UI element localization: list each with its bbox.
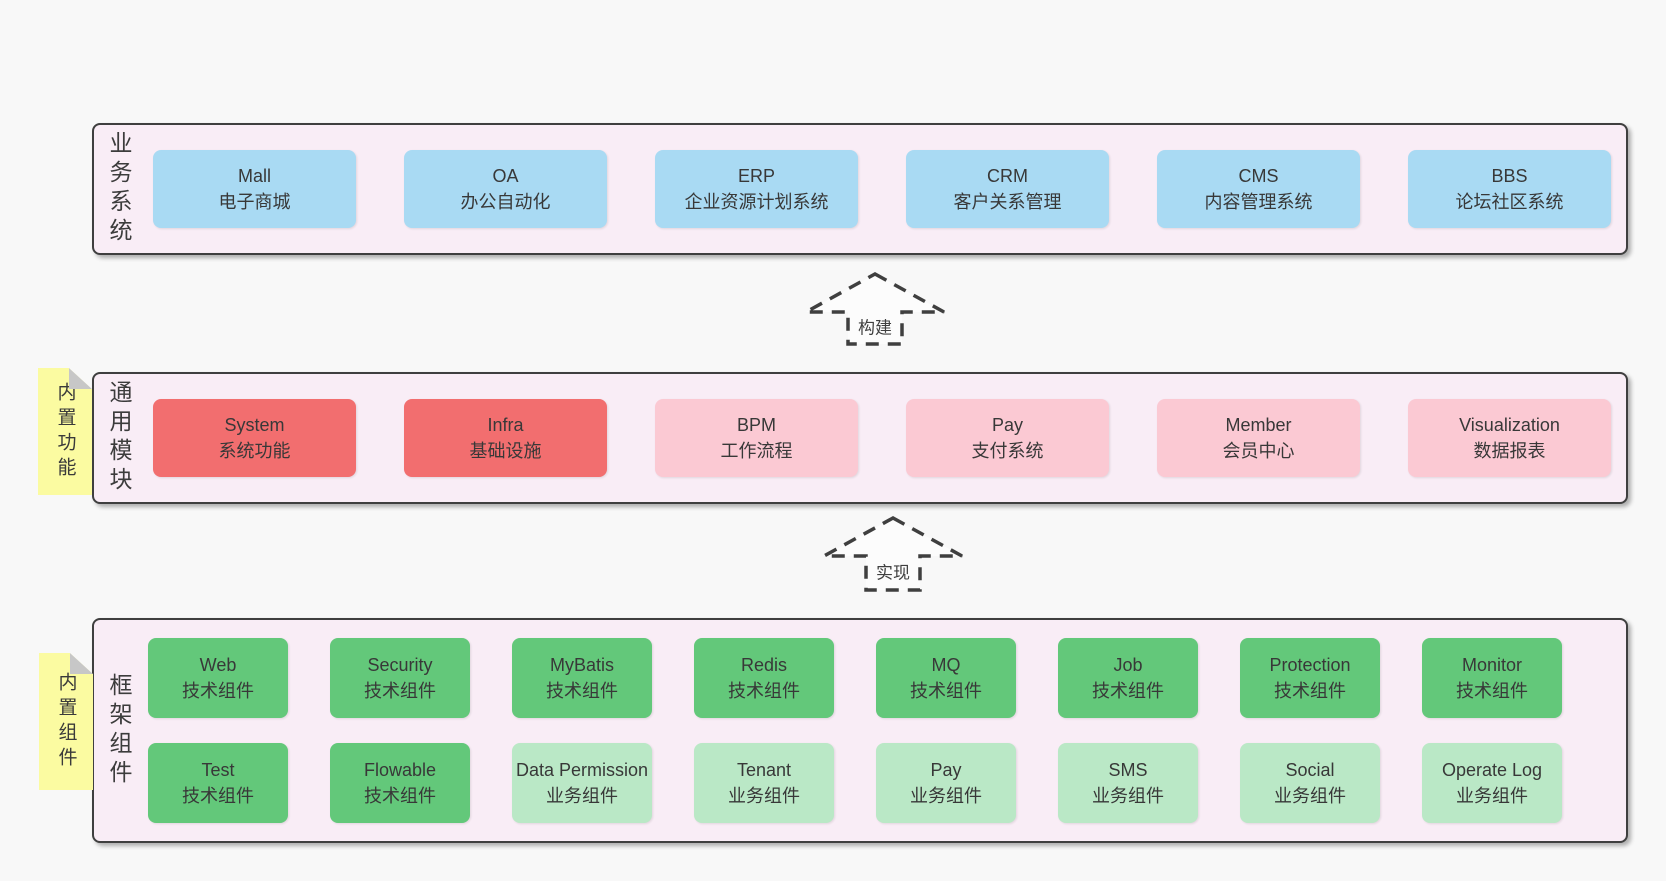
business-systems-label: 业务系统 [106, 131, 132, 247]
node-job: Job 技术组件 [1058, 638, 1198, 718]
node-operate-log: Operate Log 业务组件 [1422, 743, 1562, 823]
node-redis: Redis 技术组件 [694, 638, 834, 718]
node-mybatis: MyBatis 技术组件 [512, 638, 652, 718]
sticky-note-built-in-components: 内置组件 [39, 653, 93, 790]
node-tenant: Tenant 业务组件 [694, 743, 834, 823]
node-bbs: BBS 论坛社区系统 [1408, 150, 1611, 228]
business-systems-panel: 业务系统 Mall 电子商城 OA 办公自动化 ERP 企业资源计划系统 CRM… [92, 123, 1628, 255]
node-monitor: Monitor 技术组件 [1422, 638, 1562, 718]
node-visualization: Visualization 数据报表 [1408, 399, 1611, 477]
common-modules-row: System 系统功能 Infra 基础设施 BPM 工作流程 Pay 支付系统… [144, 374, 1626, 502]
node-test: Test 技术组件 [148, 743, 288, 823]
implement-arrow-icon [823, 516, 963, 592]
node-crm: CRM 客户关系管理 [906, 150, 1109, 228]
framework-components-rows: Web 技术组件 Security 技术组件 MyBatis 技术组件 Redi… [144, 620, 1626, 841]
build-arrow-icon [805, 272, 945, 346]
build-arrow-label: 构建 [854, 311, 896, 341]
biz-components-row: Test 技术组件 Flowable 技术组件 Data Permission … [148, 743, 1626, 823]
implement-arrow-label: 实现 [872, 556, 914, 586]
common-modules-panel: 通用模块 System 系统功能 Infra 基础设施 BPM 工作流程 Pay… [92, 372, 1628, 504]
node-oa: OA 办公自动化 [404, 150, 607, 228]
framework-components-label: 框架组件 [106, 672, 132, 789]
node-social: Social 业务组件 [1240, 743, 1380, 823]
node-erp: ERP 企业资源计划系统 [655, 150, 858, 228]
node-sms: SMS 业务组件 [1058, 743, 1198, 823]
business-systems-row: Mall 电子商城 OA 办公自动化 ERP 企业资源计划系统 CRM 客户关系… [144, 125, 1626, 253]
node-web: Web 技术组件 [148, 638, 288, 718]
node-pay: Pay 支付系统 [906, 399, 1109, 477]
node-member: Member 会员中心 [1157, 399, 1360, 477]
node-pay-biz: Pay 业务组件 [876, 743, 1016, 823]
node-flowable: Flowable 技术组件 [330, 743, 470, 823]
node-bpm: BPM 工作流程 [655, 399, 858, 477]
node-data-permission: Data Permission 业务组件 [512, 743, 652, 823]
common-modules-label: 通用模块 [106, 380, 132, 496]
node-protection: Protection 技术组件 [1240, 638, 1380, 718]
node-security: Security 技术组件 [330, 638, 470, 718]
node-mq: MQ 技术组件 [876, 638, 1016, 718]
node-infra: Infra 基础设施 [404, 399, 607, 477]
node-system: System 系统功能 [153, 399, 356, 477]
sticky-fold-icon [70, 653, 93, 674]
node-mall: Mall 电子商城 [153, 150, 356, 228]
framework-components-panel: 框架组件 Web 技术组件 Security 技术组件 MyBatis 技术组件… [92, 618, 1628, 843]
node-cms: CMS 内容管理系统 [1157, 150, 1360, 228]
sticky-note-built-in-features: 内置功能 [38, 368, 92, 495]
tech-components-row: Web 技术组件 Security 技术组件 MyBatis 技术组件 Redi… [148, 638, 1626, 718]
sticky-fold-icon [69, 368, 92, 389]
